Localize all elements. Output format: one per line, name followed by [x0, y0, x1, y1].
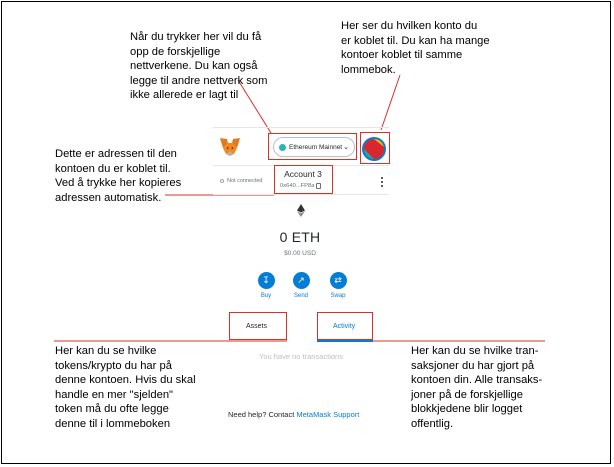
connection-status-label: Not connected — [227, 178, 263, 184]
network-dot-icon — [279, 143, 286, 151]
usd-balance: $0.00 USD — [284, 250, 316, 257]
copy-icon — [316, 183, 322, 189]
buy-button[interactable]: ↧ Buy — [251, 272, 281, 299]
metamask-fox-icon[interactable] — [219, 137, 241, 157]
help-text: Need help? Contact — [228, 410, 297, 419]
ethereum-icon — [297, 204, 305, 217]
metamask-support-link[interactable]: MetaMask Support — [296, 410, 360, 419]
address-highlight-box — [274, 165, 333, 194]
account-annotation: Her ser du hvilken konto du er koblet ti… — [341, 20, 490, 76]
tab-assets[interactable]: Assets — [246, 323, 268, 330]
account-bar-divider — [213, 194, 389, 195]
send-arrow-icon: ↗ — [292, 272, 310, 289]
assets-highlight-box — [229, 312, 287, 340]
chevron-down-icon: ⌄ — [343, 144, 349, 151]
swap-button[interactable]: ⇄ Swap — [323, 272, 353, 299]
send-label: Send — [293, 293, 308, 299]
network-selector[interactable]: Ethereum Mainnet ⌄ — [273, 137, 355, 157]
status-dot-icon — [220, 179, 224, 183]
kebab-menu-icon[interactable] — [380, 177, 384, 187]
activity-highlight-box — [317, 312, 373, 340]
address-annotation: Dette er adressen til den kontoen du er … — [55, 148, 182, 204]
assets-annotation: Her kan du se hvilke tokens/krypto du ha… — [55, 345, 196, 430]
account-highlight-box — [360, 132, 390, 164]
swap-arrows-icon: ⇄ — [329, 272, 347, 289]
send-button[interactable]: ↗ Send — [286, 272, 316, 299]
header-top-divider — [213, 127, 389, 128]
swap-label: Swap — [330, 293, 346, 299]
activity-tab-indicator — [317, 340, 373, 342]
empty-transactions-message: You have no transactions — [259, 352, 343, 361]
buy-label: Buy — [260, 293, 272, 299]
avatar-identicon — [364, 139, 384, 159]
network-highlight-box — [268, 133, 357, 160]
tab-activity[interactable]: Activity — [333, 323, 356, 330]
eth-balance: 0 ETH — [279, 229, 321, 245]
connection-status[interactable]: Not connected — [220, 178, 262, 184]
network-label: Ethereum Mainnet — [289, 143, 343, 151]
activity-annotation: Her kan du se hvilke tran- saksjoner du … — [411, 345, 543, 430]
account-address: 0x640...FP8a — [280, 183, 315, 189]
account-name[interactable]: Account 3 — [284, 169, 322, 179]
account-address-copy[interactable]: 0x640...FP8a — [280, 183, 322, 189]
help-footer: Need help? Contact MetaMask Support — [228, 410, 359, 419]
network-annotation: Når du trykker her vil du få opp de fors… — [130, 31, 268, 101]
download-arrow-icon: ↧ — [257, 272, 275, 289]
account-avatar[interactable] — [362, 137, 386, 161]
